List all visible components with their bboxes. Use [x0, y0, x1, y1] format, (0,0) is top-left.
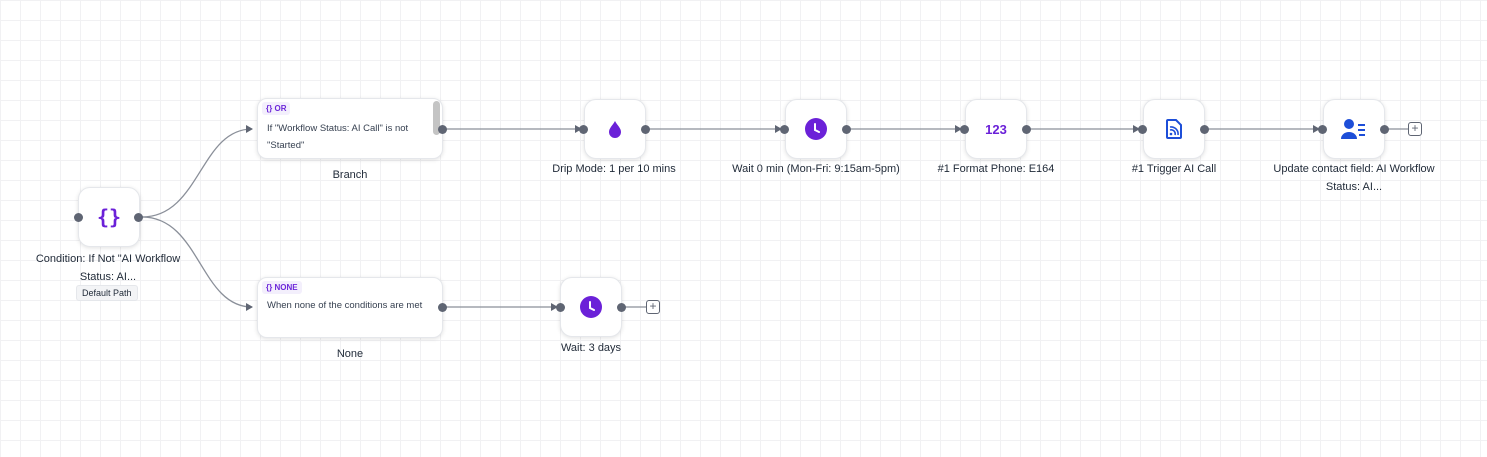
branch-condition-text: When none of the conditions are met: [267, 300, 423, 311]
branch-tag: {} OR: [262, 102, 291, 115]
input-port[interactable]: [960, 125, 969, 134]
add-step-button[interactable]: +: [646, 300, 660, 314]
wait-3-days-node[interactable]: [560, 277, 622, 337]
arrow-head: [246, 303, 253, 311]
branch-card-none[interactable]: {} NONE When none of the conditions are …: [257, 277, 443, 338]
number-icon: 123: [985, 121, 1007, 137]
curly-braces-icon: {}: [266, 283, 273, 292]
step-label: #1 Trigger AI Call: [1131, 163, 1217, 175]
output-port[interactable]: [641, 125, 650, 134]
none-label: None: [336, 348, 364, 360]
output-port[interactable]: [438, 125, 447, 134]
arrow-head: [575, 125, 582, 133]
output-port[interactable]: [1022, 125, 1031, 134]
output-port[interactable]: [617, 303, 626, 312]
arrow-head: [246, 125, 253, 133]
wait-node[interactable]: [785, 99, 847, 159]
input-port[interactable]: [579, 125, 588, 134]
input-port[interactable]: [1138, 125, 1147, 134]
output-port[interactable]: [134, 213, 143, 222]
branch-card-or[interactable]: {} OR If "Workflow Status: AI Call" is n…: [257, 98, 443, 159]
output-port[interactable]: [1200, 125, 1209, 134]
scrollbar[interactable]: [433, 101, 440, 135]
arrow-head: [1133, 125, 1140, 133]
input-port[interactable]: [556, 303, 565, 312]
clock-icon: [580, 296, 602, 318]
branch-label: Branch: [332, 169, 368, 181]
step-label: Update contact field: AI Workflow Status…: [1273, 163, 1435, 193]
add-step-button[interactable]: +: [1408, 122, 1422, 136]
branch-condition-text: If "Workflow Status: AI Call" is not "St…: [267, 123, 409, 151]
tag-label: NONE: [274, 283, 298, 292]
wire-condition-none: [141, 216, 253, 308]
output-port[interactable]: [438, 303, 447, 312]
curly-braces-icon: {}: [96, 205, 122, 229]
curly-braces-icon: {}: [266, 104, 273, 113]
input-port[interactable]: [1318, 125, 1327, 134]
arrow-head: [1313, 125, 1320, 133]
clock-icon: [805, 118, 827, 140]
drop-icon: [609, 121, 621, 138]
step-label: Wait: 3 days: [560, 342, 622, 354]
branch-tag: {} NONE: [262, 281, 302, 294]
tag-label: OR: [274, 104, 287, 113]
document-rss-icon: [1166, 119, 1182, 139]
output-port[interactable]: [1380, 125, 1389, 134]
default-path-badge: Default Path: [76, 285, 138, 301]
step-label: #1 Format Phone: E164: [937, 163, 1055, 175]
arrow-head: [955, 125, 962, 133]
input-port[interactable]: [74, 213, 83, 222]
trigger-ai-call-node[interactable]: [1143, 99, 1205, 159]
wire-condition-branch: [141, 128, 253, 218]
user-list-icon: [1341, 119, 1365, 139]
step-label: Wait 0 min (Mon-Fri: 9:15am-5pm): [732, 163, 900, 175]
output-port[interactable]: [842, 125, 851, 134]
arrow-head: [775, 125, 782, 133]
input-port[interactable]: [780, 125, 789, 134]
condition-label: Condition: If Not "AI Workflow Status: A…: [35, 253, 181, 283]
update-contact-node[interactable]: [1323, 99, 1385, 159]
format-phone-node[interactable]: 123: [965, 99, 1027, 159]
drip-mode-node[interactable]: [584, 99, 646, 159]
condition-node[interactable]: {}: [78, 187, 140, 247]
arrow-head: [551, 303, 558, 311]
step-label: Drip Mode: 1 per 10 mins: [552, 163, 676, 175]
